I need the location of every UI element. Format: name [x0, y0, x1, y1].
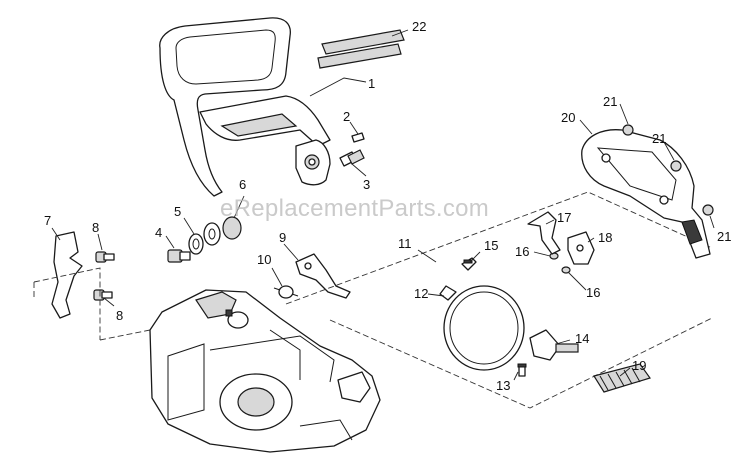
latch-part-18 — [567, 231, 595, 265]
callout-16-lower: 16 — [586, 285, 600, 300]
lever-part-9 — [295, 253, 351, 299]
bolt-part-3 — [339, 149, 365, 167]
bolt-part-8-upper — [95, 251, 115, 263]
screw-part-21-a — [622, 124, 634, 136]
callout-16-upper: 16 — [515, 244, 529, 259]
decal-part-22 — [317, 29, 405, 69]
callout-20: 20 — [561, 110, 575, 125]
handle-guard-part-1 — [159, 17, 331, 197]
callout-19: 19 — [632, 358, 646, 373]
screw-part-21-b — [670, 160, 682, 172]
callout-22: 22 — [412, 19, 426, 34]
callout-3: 3 — [363, 177, 370, 192]
callout-7: 7 — [44, 213, 51, 228]
callout-17: 17 — [557, 210, 571, 225]
callout-18: 18 — [598, 230, 612, 245]
mounting-outline-left — [33, 267, 151, 341]
spring-part-19 — [593, 363, 651, 393]
screw-part-13 — [517, 363, 527, 377]
callout-10: 10 — [257, 252, 271, 267]
callout-15: 15 — [484, 238, 498, 253]
callout-21-b: 21 — [652, 131, 666, 146]
brake-band-part-12 — [439, 285, 525, 371]
callout-13: 13 — [496, 378, 510, 393]
spring-part-10 — [273, 285, 299, 299]
callout-14: 14 — [575, 331, 589, 346]
watermark-text: eReplacementParts.com — [220, 195, 489, 222]
screw-part-21-c — [702, 204, 714, 216]
bushing-part-6 — [203, 216, 242, 246]
callout-12: 12 — [414, 286, 428, 301]
callout-21-a: 21 — [603, 94, 617, 109]
callout-4: 4 — [155, 225, 162, 240]
bolt-part-8-lower — [93, 289, 113, 301]
actuator-part-14 — [529, 329, 579, 361]
callout-11: 11 — [398, 236, 412, 251]
bolt-part-4 — [167, 249, 191, 263]
callout-5: 5 — [174, 204, 181, 219]
callout-6: 6 — [239, 177, 246, 192]
callout-labels: 1 2 3 4 5 6 7 8 8 9 10 11 12 13 14 15 16… — [44, 19, 731, 393]
pin-part-2 — [351, 132, 365, 143]
brake-assembly-outline — [285, 191, 713, 409]
callout-2: 2 — [343, 109, 350, 124]
plate-part-7 — [51, 231, 83, 319]
screw-part-15 — [461, 257, 477, 271]
callout-8-lower: 8 — [116, 308, 123, 323]
crankcase-chassis — [149, 289, 381, 453]
callout-9: 9 — [279, 230, 286, 245]
leader-lines — [51, 29, 715, 381]
pin-part-16-lower — [561, 266, 571, 274]
lever-part-17 — [527, 211, 561, 255]
callout-1: 1 — [368, 76, 375, 91]
washer-part-5 — [188, 233, 204, 255]
callout-8-upper: 8 — [92, 220, 99, 235]
brake-latch-assembly — [295, 139, 331, 186]
callout-21-c: 21 — [717, 229, 731, 244]
